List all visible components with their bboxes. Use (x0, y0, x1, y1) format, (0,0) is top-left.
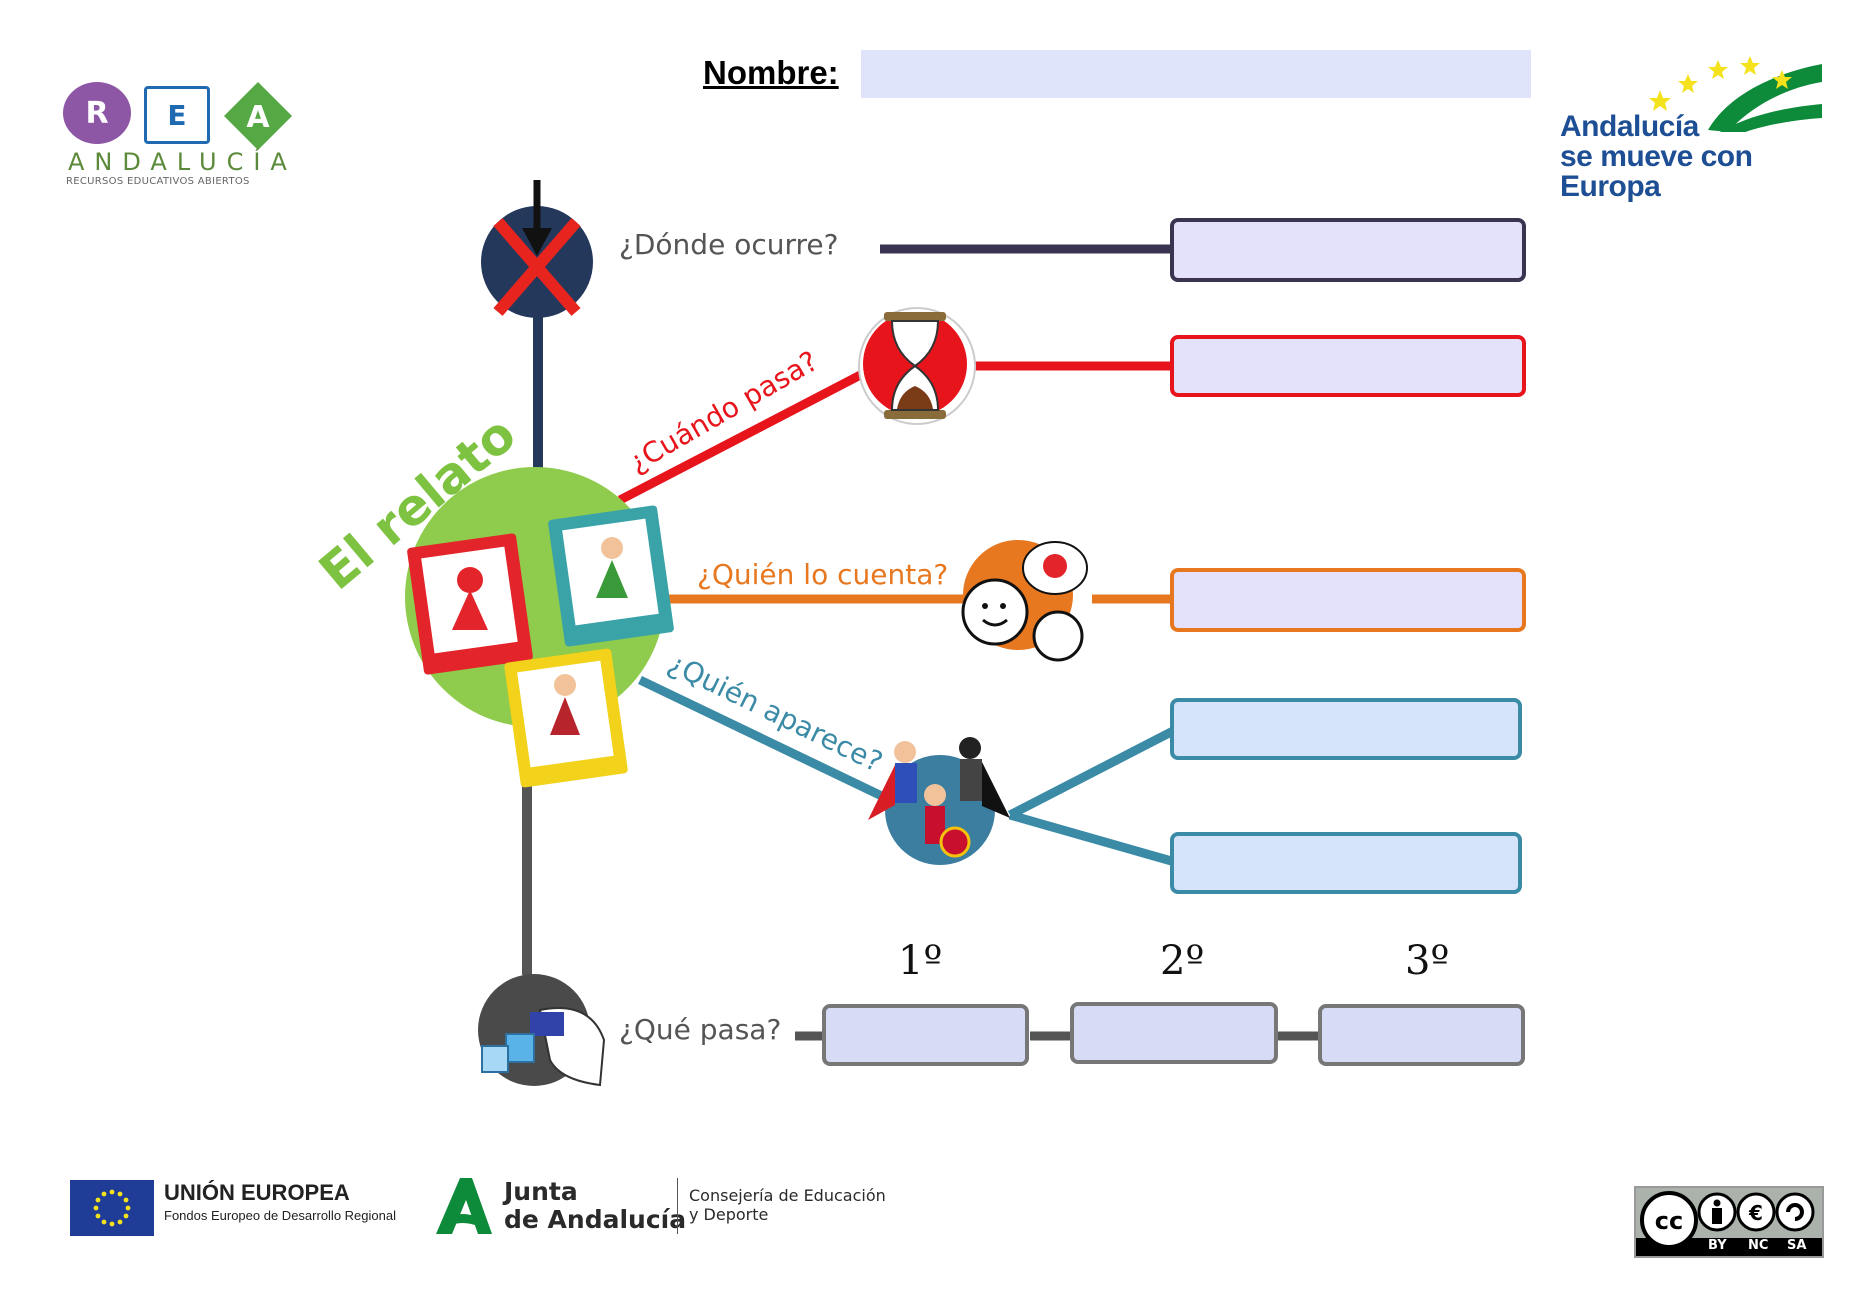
cc-by-label: BY (1708, 1238, 1727, 1253)
answer-what-2[interactable] (1070, 1002, 1278, 1064)
answer-who-appears-2[interactable] (1170, 832, 1522, 894)
junta-name: Junta de Andalucía (504, 1178, 686, 1234)
europe-logo-line1: Andalucía (1560, 110, 1699, 143)
blocks-hand-icon (478, 974, 606, 1087)
question-where: ¿Dónde ocurre? (619, 228, 839, 261)
answer-what-3[interactable] (1318, 1004, 1525, 1066)
eu-title: UNIÓN EUROPEA (164, 1180, 350, 1205)
eu-flag-icon (70, 1180, 154, 1236)
consejeria-line-2: y Deporte (689, 1205, 769, 1224)
order-label-2: 2º (1160, 938, 1205, 984)
story-card-icon (407, 533, 533, 675)
rea-name: ANDALUCÍA (68, 148, 297, 176)
svg-text:cc: cc (1655, 1207, 1683, 1235)
andalucia-europa-logo: Andalucía se mueve con Europa (1560, 52, 1825, 202)
cc-nc-label: NC (1748, 1238, 1769, 1253)
story-card-icon (504, 648, 628, 788)
footer-divider (677, 1178, 678, 1234)
junta-line-2: de Andalucía (504, 1205, 687, 1234)
green-swoosh-stars-icon (1649, 56, 1822, 132)
rea-diamond-icon: A (224, 82, 292, 150)
order-label-3: 3º (1405, 938, 1450, 984)
question-who-appears: ¿Quién aparece? (663, 647, 888, 779)
junta-line-1: Junta (504, 1177, 578, 1206)
rea-letter-r: R (63, 82, 131, 144)
name-input[interactable] (861, 50, 1531, 98)
europe-logo-line2: se mueve con Europa (1560, 140, 1753, 203)
junta-andalucia-logo-icon (436, 1178, 492, 1234)
answer-who-tells[interactable] (1170, 568, 1526, 632)
story-card-icon (548, 505, 674, 647)
location-cross-icon (481, 180, 593, 318)
question-what-happens: ¿Qué pasa? (619, 1013, 782, 1046)
who-appears-connector (638, 675, 892, 805)
cc-sa-label: SA (1787, 1238, 1807, 1253)
narrator-icon (961, 540, 1088, 662)
consejeria-name: Consejería de Educación y Deporte (689, 1186, 886, 1224)
hourglass-icon (858, 307, 976, 425)
when-connector (617, 366, 873, 504)
answer-what-1[interactable] (822, 1004, 1029, 1066)
who-appears-branch-1 (1007, 725, 1178, 820)
eu-subtitle: Fondos Europeo de Desarrollo Regional (164, 1208, 396, 1223)
answer-who-appears-1[interactable] (1170, 698, 1522, 760)
superheroes-icon (868, 737, 1010, 865)
order-label-1: 1º (898, 938, 943, 984)
rea-letter-a: A (222, 80, 294, 152)
name-label: Nombre: (703, 54, 839, 91)
question-who-tells: ¿Quién lo cuenta? (697, 558, 949, 591)
answer-where[interactable] (1170, 218, 1526, 282)
cc-license-badge: cc € BY NC SA (1634, 1186, 1824, 1258)
svg-text:€: € (1748, 1201, 1763, 1225)
svg-text:A: A (246, 100, 270, 135)
rea-andalucia-logo: R E A ANDALUCÍA RECURSOS EDUCATIVOS ABIE… (60, 78, 300, 188)
answer-when[interactable] (1170, 335, 1526, 397)
rea-subtitle: RECURSOS EDUCATIVOS ABIERTOS (66, 176, 250, 187)
who-appears-branch-2 (1008, 810, 1177, 867)
consejeria-line-1: Consejería de Educación (689, 1186, 886, 1205)
rea-letter-e: E (144, 86, 210, 144)
